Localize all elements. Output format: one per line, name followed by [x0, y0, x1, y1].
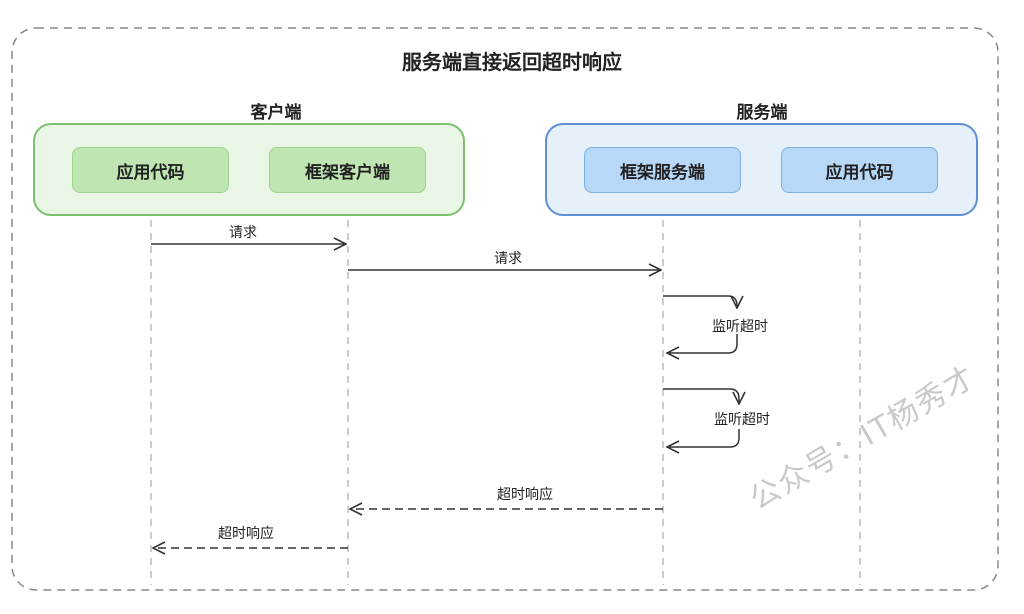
diagram-title: 服务端直接返回超时响应: [402, 50, 622, 74]
message-label-4: 监听超时: [714, 412, 770, 428]
node-server-framework: 框架服务端: [584, 147, 741, 193]
self-loop-return-2: [667, 429, 740, 447]
node-client-app: 应用代码: [72, 147, 229, 193]
self-loop-arrow-1: [663, 295, 737, 308]
self-loop-return-1: [667, 334, 738, 353]
client-group-label: 客户端: [250, 103, 302, 123]
self-loop-arrow-2: [663, 388, 739, 404]
message-label-5: 超时响应: [497, 487, 553, 503]
message-label-2: 请求: [494, 251, 522, 267]
message-label-6: 超时响应: [218, 526, 274, 542]
node-client-framework: 框架客户端: [269, 147, 426, 193]
message-label-1: 请求: [229, 225, 257, 241]
node-server-app: 应用代码: [781, 147, 938, 193]
message-label-3: 监听超时: [712, 319, 768, 335]
server-group-label: 服务端: [736, 103, 788, 123]
outer-frame: [11, 27, 999, 591]
